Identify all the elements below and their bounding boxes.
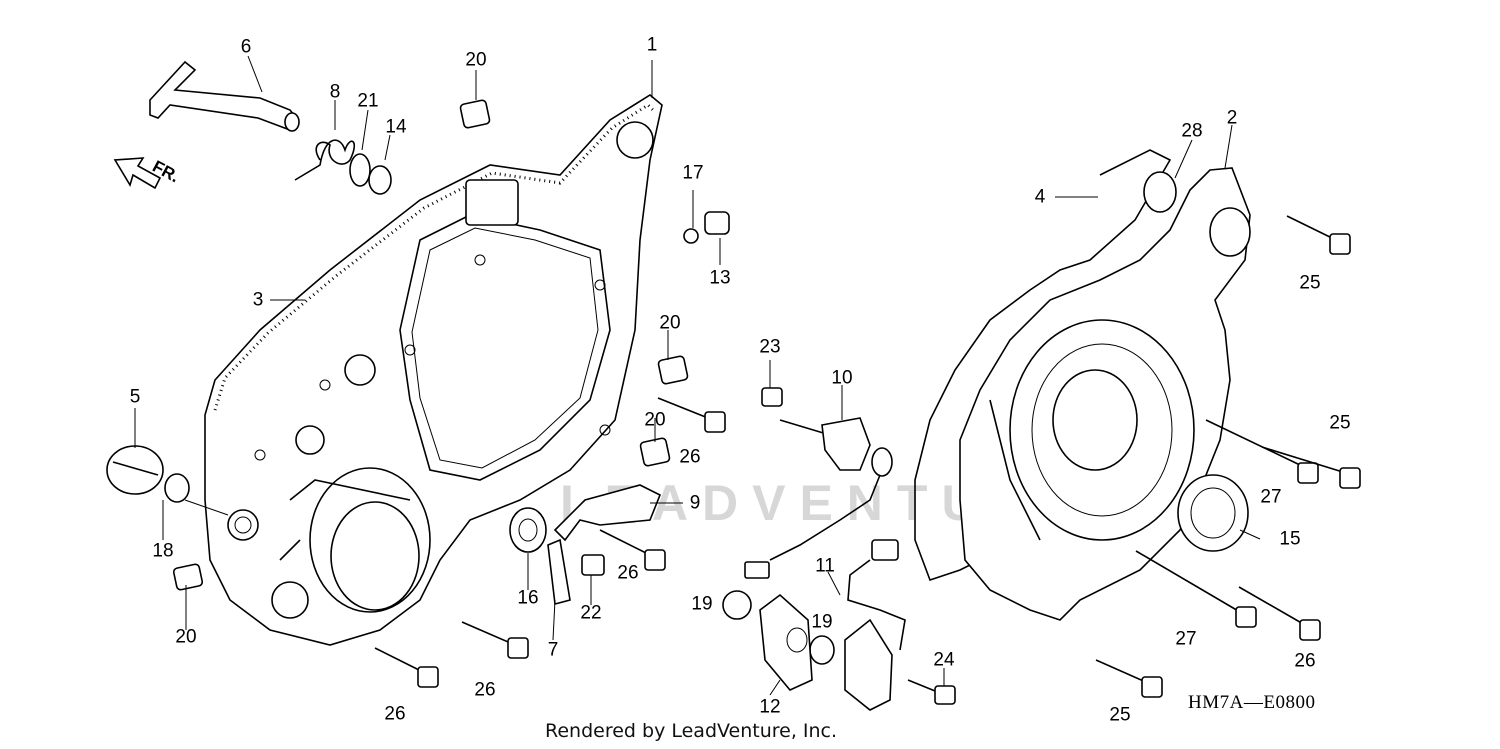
seal-14 (368, 165, 392, 195)
callout-20a: 20 (465, 49, 487, 71)
render-credit: Rendered by LeadVenture, Inc. (545, 720, 838, 742)
o-ring-19b (809, 635, 835, 665)
return-spring (294, 139, 355, 181)
callout-26e: 26 (1294, 650, 1316, 672)
callout-28: 28 (1181, 120, 1203, 142)
plug-13 (704, 211, 730, 235)
callout-18: 18 (152, 540, 174, 562)
sensor-11-harness (844, 539, 906, 711)
callout-19a: 19 (691, 593, 713, 615)
callout-6: 6 (240, 36, 252, 58)
shift-shaft (149, 60, 300, 132)
callout-24: 24 (933, 649, 955, 671)
callout-26b: 26 (617, 562, 639, 584)
callout-19b: 19 (811, 611, 833, 633)
front-direction-arrow (113, 157, 162, 190)
callout-12: 12 (759, 696, 781, 718)
oil-filler-cap (106, 445, 229, 516)
callout-25c: 25 (1109, 704, 1131, 726)
o-ring-19a (722, 590, 752, 620)
bolt-24 (907, 679, 956, 705)
callout-17: 17 (682, 162, 704, 184)
bearing-16 (509, 507, 547, 553)
callout-16: 16 (517, 587, 539, 609)
bearing-28 (1143, 171, 1177, 213)
cover-12 (759, 593, 813, 691)
callout-15: 15 (1279, 528, 1301, 550)
callout-1: 1 (646, 34, 658, 56)
callout-23: 23 (759, 336, 781, 358)
callout-25a: 25 (1299, 272, 1321, 294)
leader-lines (134, 55, 1261, 696)
callout-22: 22 (580, 602, 602, 624)
right-crankcase-cover (959, 167, 1251, 621)
callout-20d: 20 (175, 626, 197, 648)
callout-25b: 25 (1329, 412, 1351, 434)
left-crankcase-cover (204, 94, 663, 646)
washer-21 (349, 153, 371, 187)
callout-20c: 20 (644, 409, 666, 431)
callout-13: 13 (709, 267, 731, 289)
bolts-left (374, 397, 726, 688)
callout-7: 7 (547, 639, 559, 661)
callout-3: 3 (252, 289, 264, 311)
switch-10-harness (744, 387, 893, 579)
dowel-pins (172, 99, 689, 591)
callout-9: 9 (689, 492, 701, 514)
callout-27a: 27 (1260, 486, 1282, 508)
callout-8: 8 (329, 81, 341, 103)
callout-11: 11 (815, 555, 835, 577)
callout-2: 2 (1226, 107, 1238, 129)
bolts-right (1095, 215, 1361, 698)
callout-26d: 26 (384, 703, 406, 725)
stay-plates (547, 484, 662, 606)
washer-17 (683, 228, 699, 244)
callout-10: 10 (831, 367, 853, 389)
callout-26c: 26 (474, 679, 496, 701)
callout-5: 5 (129, 386, 141, 408)
callout-26a: 26 (679, 446, 701, 468)
oil-seal-15 (1177, 474, 1249, 552)
diagram-code: HM7A—E0800 (1188, 692, 1316, 713)
callout-14: 14 (385, 116, 407, 138)
callout-4: 4 (1034, 186, 1046, 208)
callout-27b: 27 (1175, 628, 1197, 650)
callout-21: 21 (357, 90, 379, 112)
callout-20b: 20 (659, 312, 681, 334)
